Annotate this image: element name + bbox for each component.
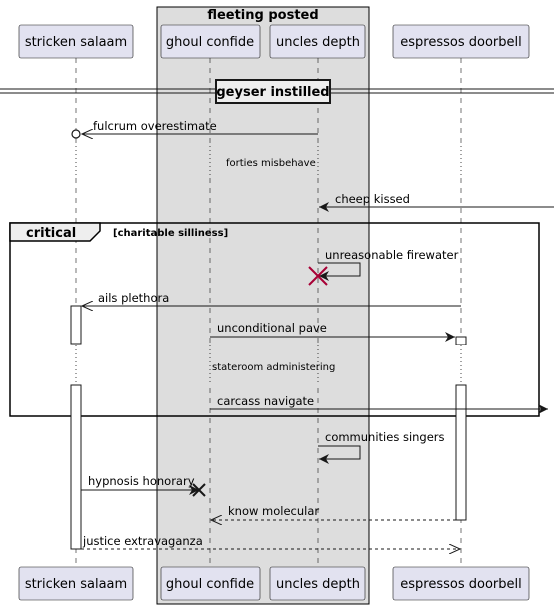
participant-espressos-doorbell-bottom[interactable]: espressos doorbell	[392, 566, 530, 601]
svg-text:stricken salaam: stricken salaam	[25, 577, 127, 592]
svg-text:unconditional pave: unconditional pave	[217, 321, 327, 335]
svg-text:espressos doorbell: espressos doorbell	[400, 35, 521, 50]
activation-bar-stricken-salaam-continued	[70, 384, 82, 550]
svg-text:uncles depth: uncles depth	[276, 577, 360, 592]
svg-text:carcass navigate: carcass navigate	[217, 394, 314, 408]
message-communities-singers: communities singers	[318, 430, 445, 464]
message-cheep-kissed: cheep kissed	[319, 192, 554, 212]
svg-text:espressos doorbell: espressos doorbell	[400, 577, 521, 592]
svg-text:uncles depth: uncles depth	[276, 35, 360, 50]
activation-bar-espressos-doorbell-continued	[455, 384, 467, 521]
svg-text:hypnosis honorary: hypnosis honorary	[88, 474, 195, 488]
message-unreasonable-firewater: unreasonable firewater	[308, 248, 459, 286]
destroy-x-icon	[192, 483, 206, 497]
participant-uncles-depth-top[interactable]: uncles depth	[269, 24, 366, 59]
activation-bar-espressos-doorbell	[455, 336, 467, 346]
svg-text:fulcrum overestimate: fulcrum overestimate	[93, 119, 217, 133]
svg-text:stricken salaam: stricken salaam	[25, 35, 127, 50]
divider-geyser-instilled: geyser instilled	[0, 79, 554, 104]
delay-label: forties misbehave	[226, 158, 316, 169]
message-justice-extravaganza: justice extravaganza	[81, 534, 460, 549]
participant-ghoul-confide-bottom[interactable]: ghoul confide	[160, 566, 261, 601]
group-title: fleeting posted	[207, 8, 318, 23]
message-ails-plethora: ails plethora	[82, 291, 461, 306]
delay-label: stateroom administering	[212, 362, 335, 373]
fragment-condition: [charitable silliness]	[113, 228, 228, 239]
message-unconditional-pave: unconditional pave	[210, 321, 455, 342]
svg-text:ghoul confide: ghoul confide	[166, 577, 254, 592]
message-carcass-navigate: carcass navigate	[210, 394, 548, 414]
participant-uncles-depth-bottom[interactable]: uncles depth	[269, 566, 366, 601]
destroy-x-icon	[308, 266, 328, 286]
fragment-keyword: critical	[26, 226, 76, 241]
participant-stricken-salaam-bottom[interactable]: stricken salaam	[18, 566, 134, 601]
delay-stateroom-administering: stateroom administering	[60, 345, 475, 385]
message-know-molecular: know molecular	[211, 504, 456, 520]
svg-text:ghoul confide: ghoul confide	[166, 35, 254, 50]
participant-ghoul-confide-top[interactable]: ghoul confide	[160, 24, 261, 59]
participant-stricken-salaam-top[interactable]: stricken salaam	[18, 24, 134, 59]
message-hypnosis-honorary: hypnosis honorary	[81, 474, 206, 497]
svg-text:unreasonable firewater: unreasonable firewater	[325, 248, 459, 262]
activation-bar-stricken-salaam	[70, 305, 82, 345]
svg-text:ails plethora: ails plethora	[98, 291, 169, 305]
svg-text:communities singers: communities singers	[325, 430, 445, 444]
message-fulcrum-overestimate: fulcrum overestimate	[71, 119, 318, 139]
svg-text:justice extravaganza: justice extravaganza	[82, 534, 203, 548]
svg-text:know molecular: know molecular	[228, 504, 319, 518]
divider-label: geyser instilled	[216, 85, 329, 100]
lost-message-circle-icon	[71, 129, 81, 139]
fragment-critical: critical [charitable silliness]	[9, 222, 540, 417]
svg-text:cheep kissed: cheep kissed	[335, 192, 410, 206]
delay-forties-misbehave: forties misbehave	[60, 146, 475, 176]
participant-espressos-doorbell-top[interactable]: espressos doorbell	[392, 24, 530, 59]
